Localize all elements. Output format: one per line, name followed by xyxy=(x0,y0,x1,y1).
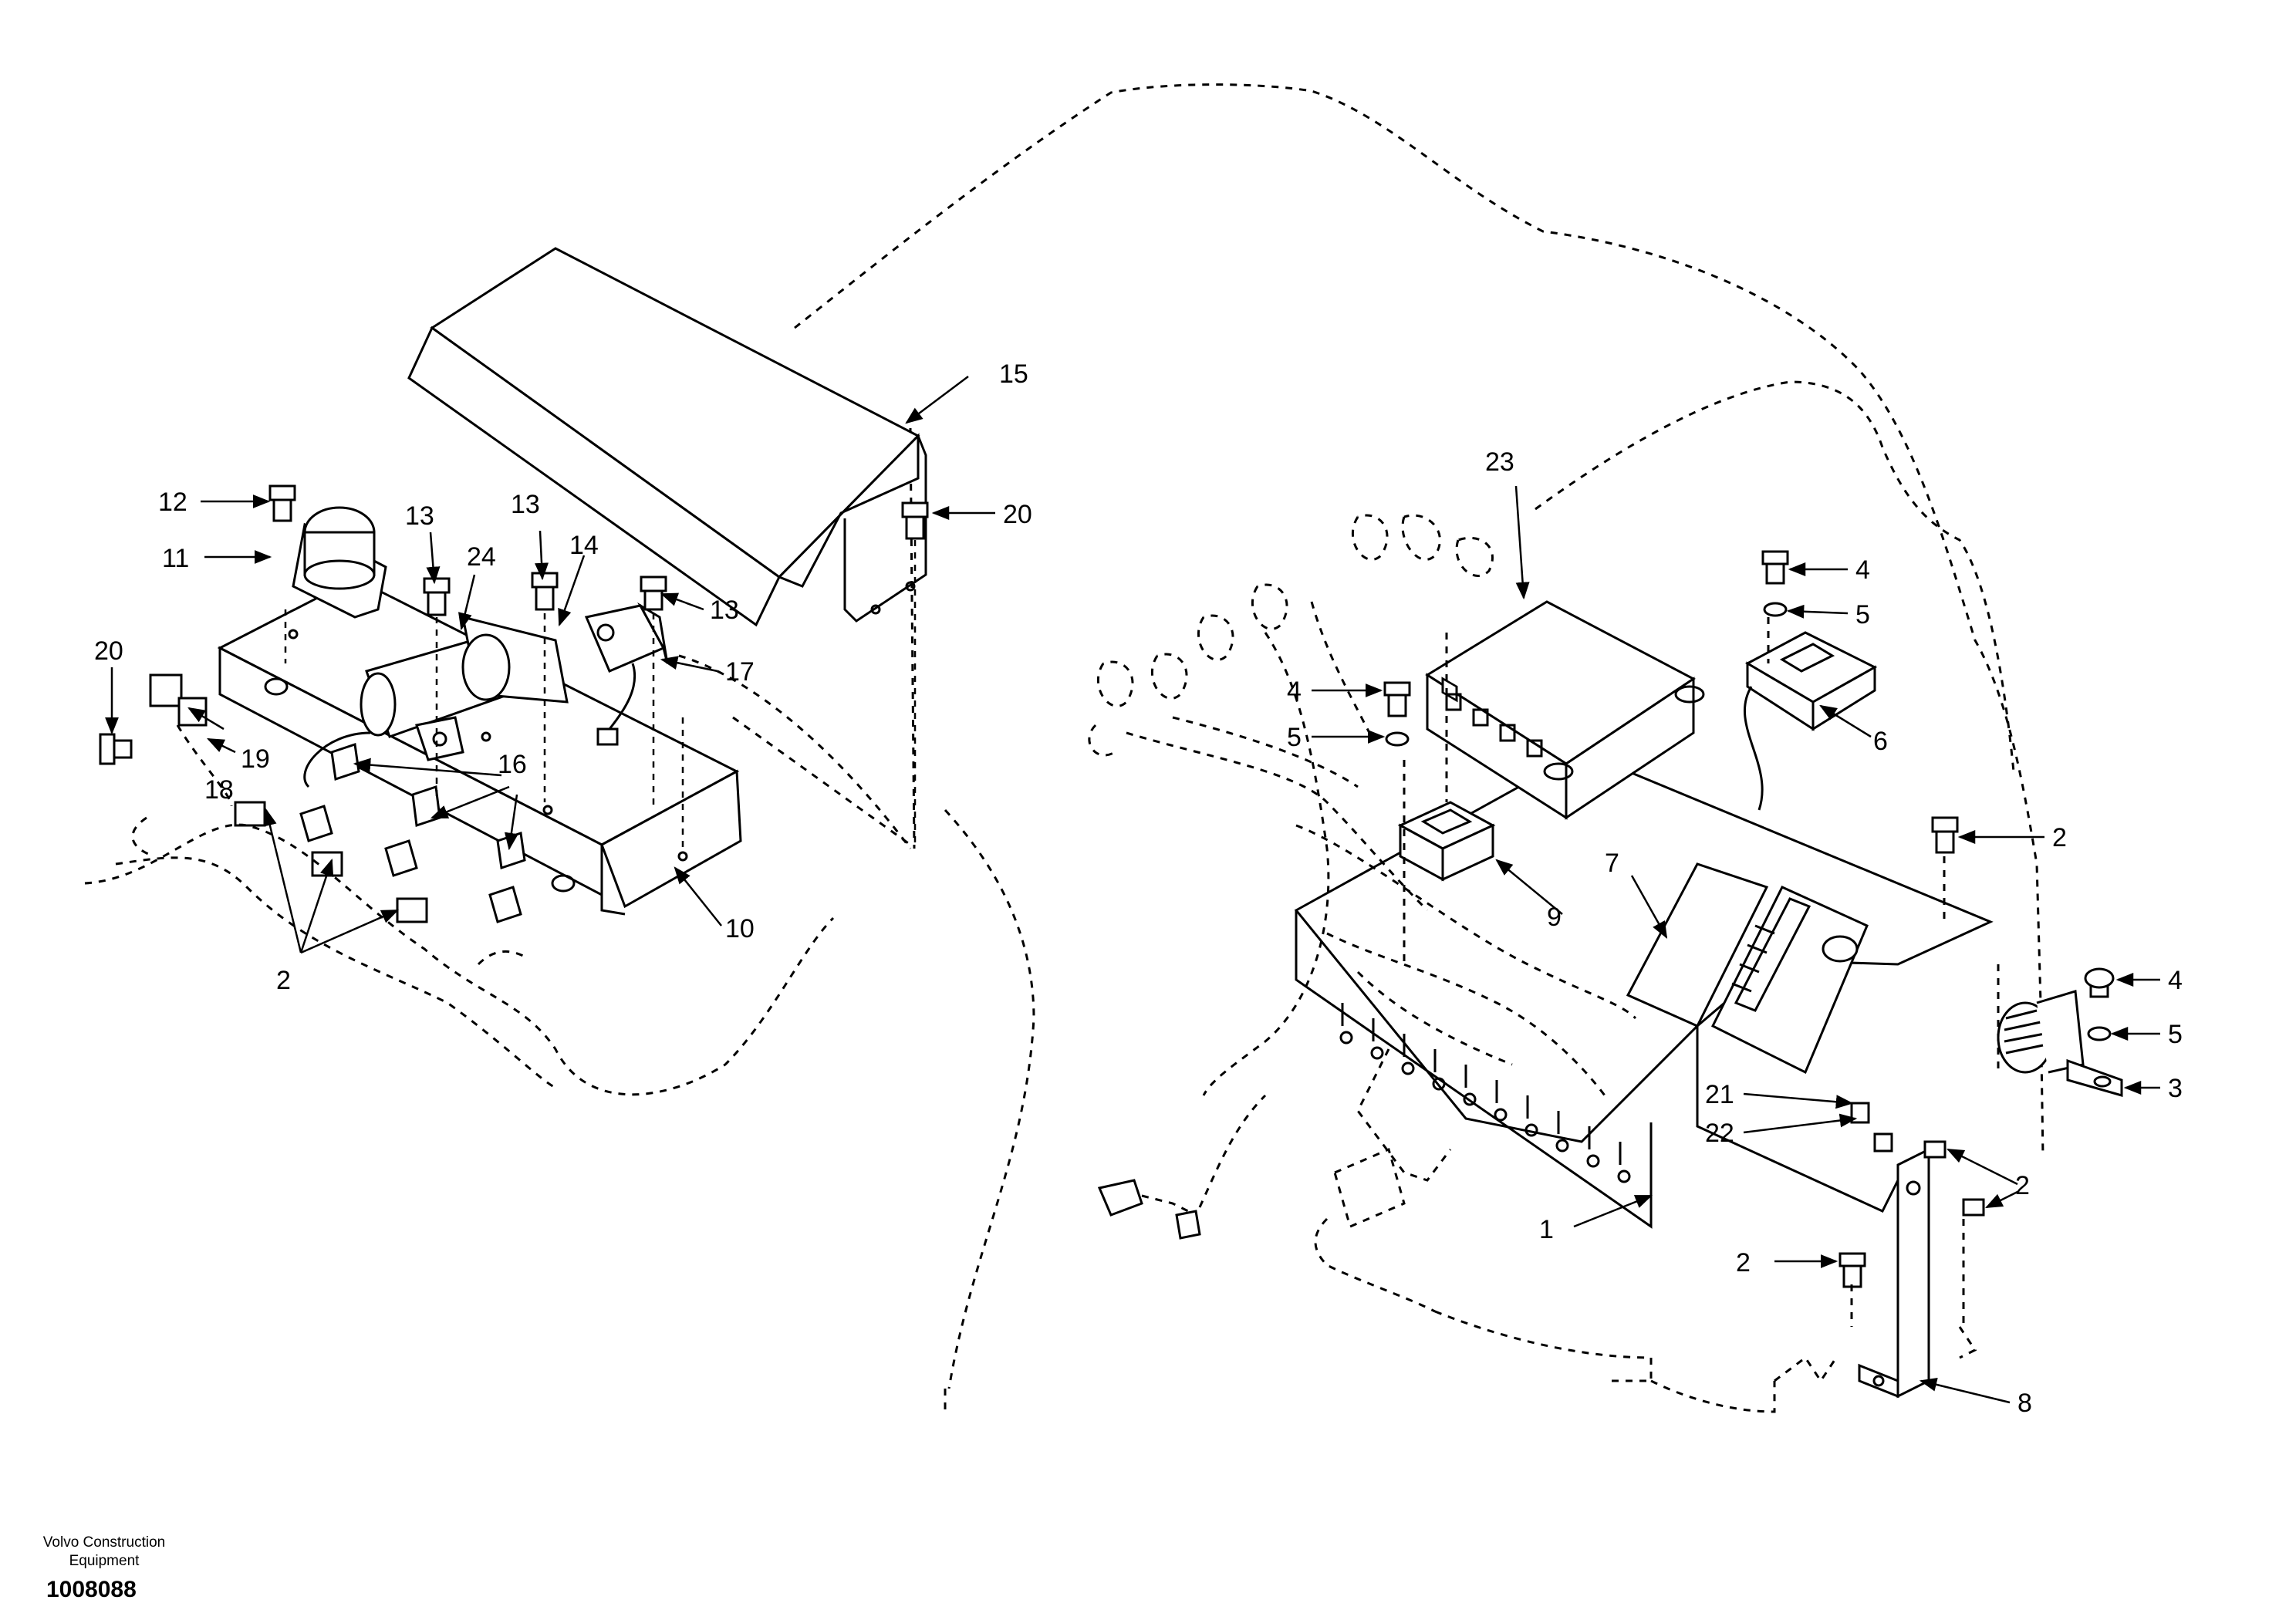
callout-5-buzzer: 5 xyxy=(2168,1020,2183,1049)
callout-12: 12 xyxy=(158,488,187,517)
callout-3: 3 xyxy=(2168,1074,2183,1103)
fusebox-7 xyxy=(1626,862,1869,1075)
callout-4-buzzer: 4 xyxy=(2168,966,2183,995)
callout-13-mid: 13 xyxy=(511,490,540,519)
callout-4-top: 4 xyxy=(1855,555,1870,585)
callout-13-left: 13 xyxy=(405,501,434,531)
callout-17: 17 xyxy=(725,657,755,687)
callout-11: 11 xyxy=(162,544,189,573)
company-name: Volvo Construction Equipment xyxy=(15,1534,193,1571)
callout-labels: 15 20 12 11 13 13 24 14 13 17 20 19 18 1… xyxy=(94,359,2183,1418)
callout-1: 1 xyxy=(1539,1215,1554,1244)
callout-20-left: 20 xyxy=(94,636,123,666)
module-9 xyxy=(1397,801,1496,882)
company-name-line1: Volvo Construction xyxy=(42,1534,166,1551)
ecu-23 xyxy=(1425,600,1705,820)
company-name-line2: Equipment xyxy=(69,1553,140,1569)
callout-23: 23 xyxy=(1485,447,1514,477)
wiring-left xyxy=(84,540,917,1096)
callout-8: 8 xyxy=(2017,1389,2032,1418)
capacitor-24 xyxy=(303,615,569,788)
cover-panel xyxy=(407,247,927,627)
callout-7: 7 xyxy=(1605,849,1619,878)
callout-15: 15 xyxy=(999,359,1028,389)
cab-outline xyxy=(794,83,2044,1412)
callout-18: 18 xyxy=(204,775,234,805)
callout-2-bottom: 2 xyxy=(1736,1248,1751,1277)
callout-19: 19 xyxy=(241,744,270,774)
callout-21: 21 xyxy=(1705,1080,1734,1109)
callout-20-top: 20 xyxy=(1003,500,1032,529)
module-6 xyxy=(1743,631,1878,811)
callout-4-ecu: 4 xyxy=(1287,677,1302,706)
callout-10: 10 xyxy=(725,914,755,943)
callout-leaders xyxy=(105,376,2160,1404)
callout-22: 22 xyxy=(1705,1119,1734,1148)
callout-5-top: 5 xyxy=(1855,600,1870,629)
wiring-right xyxy=(1088,514,2000,1413)
callout-16: 16 xyxy=(498,750,527,779)
document-number: 1008088 xyxy=(46,1577,137,1602)
bolts-right xyxy=(1383,550,2115,1288)
callout-24: 24 xyxy=(467,542,496,572)
relay-11 xyxy=(268,484,387,619)
callout-5-ecu: 5 xyxy=(1287,723,1302,752)
callout-2-left: 2 xyxy=(276,966,291,995)
callout-6: 6 xyxy=(1873,727,1888,756)
buzzer-3 xyxy=(1997,990,2123,1097)
connectors-16 xyxy=(149,673,526,923)
plug-connectors xyxy=(1097,1094,1267,1240)
callout-13-right: 13 xyxy=(710,596,739,625)
callout-2-right: 2 xyxy=(2052,823,2067,852)
callout-14: 14 xyxy=(569,531,599,560)
terminal-block xyxy=(1339,1003,1631,1183)
callout-9: 9 xyxy=(1547,903,1562,932)
callout-2-bracket: 2 xyxy=(2015,1171,2030,1200)
